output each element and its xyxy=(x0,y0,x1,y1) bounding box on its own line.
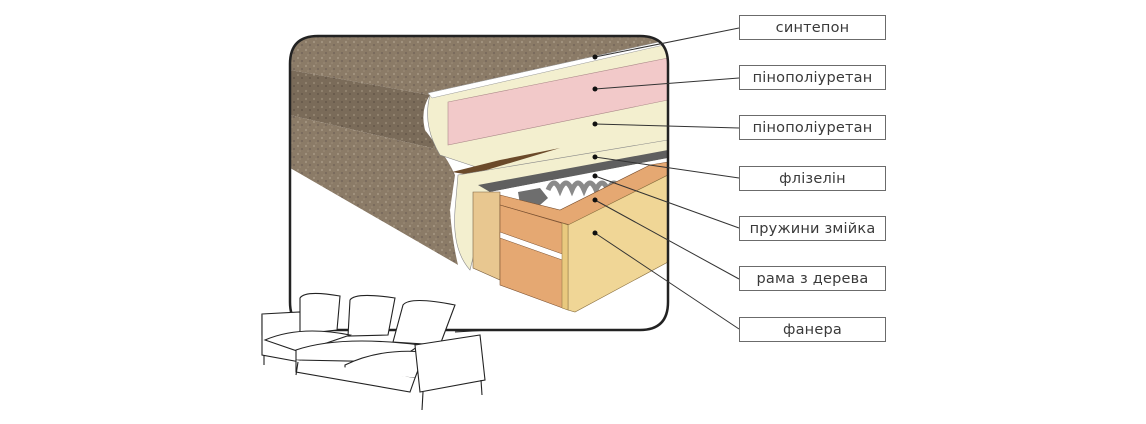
leader-lines xyxy=(594,27,740,330)
label-text: рама з дерева xyxy=(756,270,869,287)
label-text: пінополіуретан xyxy=(752,69,873,86)
cushion-back-1 xyxy=(299,292,341,335)
label-text: пінополіуретан xyxy=(752,119,873,136)
plywood-side xyxy=(472,191,501,281)
foam-layer-pink xyxy=(447,57,668,146)
label-text: фанера xyxy=(783,321,842,338)
label-foam-1: пінополіуретан xyxy=(739,65,886,90)
upholstery-seat-side xyxy=(290,115,458,265)
label-plywood: фанера xyxy=(739,317,886,342)
label-wood-frame: рама з дерева xyxy=(739,266,886,291)
upholstery-top xyxy=(290,36,668,95)
cushion-back-2 xyxy=(347,294,396,337)
label-text: пружини змійка xyxy=(749,220,876,237)
label-text: флізелін xyxy=(779,170,846,187)
leader-dots xyxy=(592,54,598,236)
spring-clip xyxy=(518,188,548,205)
label-zigzag-springs: пружини змійка xyxy=(739,216,886,241)
label-text: синтепон xyxy=(775,19,850,36)
cutaway-view xyxy=(290,36,668,330)
sofa-sketch xyxy=(261,292,491,411)
cushion-back-3 xyxy=(392,299,456,346)
label-foam-2: пінополіуретан xyxy=(739,115,886,140)
label-synthepon: синтепон xyxy=(739,15,886,40)
label-interlining: флізелін xyxy=(739,166,886,191)
armrest-right xyxy=(414,334,486,393)
gap-shadow xyxy=(452,148,560,175)
upholstery-cushion-side xyxy=(290,70,440,150)
cutaway-frame xyxy=(288,34,670,332)
